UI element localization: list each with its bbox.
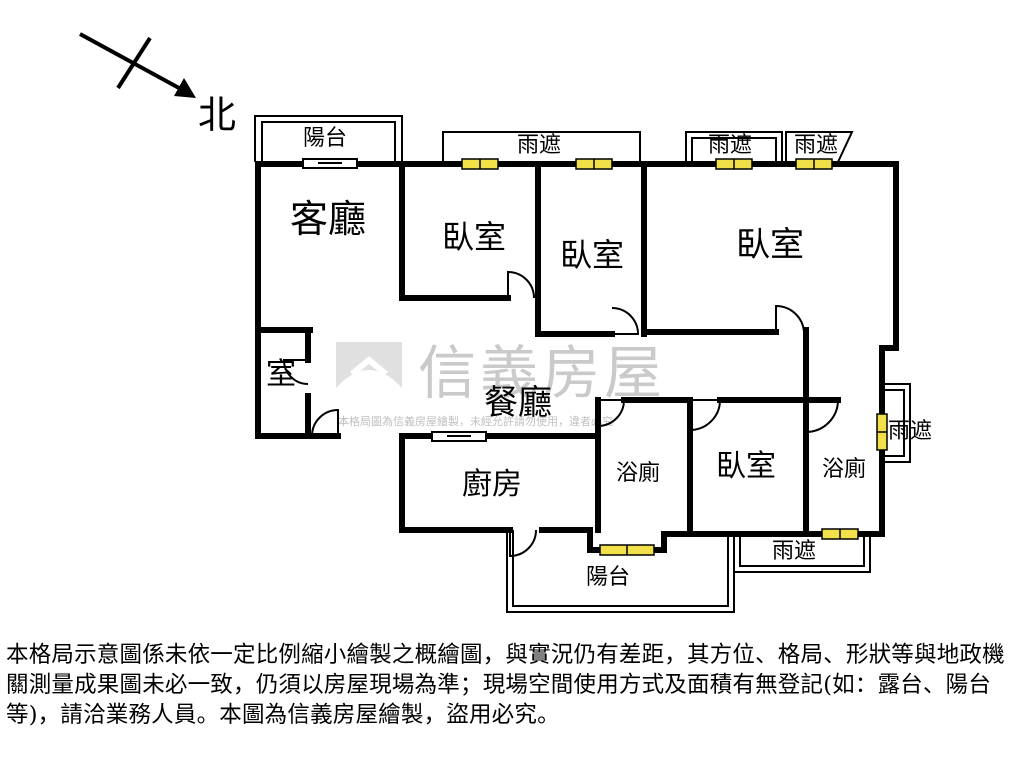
windows <box>461 158 888 556</box>
canopy-top-3-label: 雨遮 <box>794 133 838 158</box>
disclaimer-text: 本格局示意圖係未依一定比例縮小繪製之概繪圖，與實況仍有差距，其方位、格局、形狀等… <box>6 642 1005 728</box>
floor-plan: 信義房屋 本格局圖為信義房屋繪製，未經允許請勿使用，違者必究 北 <box>79 32 932 613</box>
room-bath-2-label: 浴廁 <box>822 457 866 482</box>
sliding-doors <box>302 158 487 442</box>
watermark-brand: 信義房屋 <box>418 339 666 407</box>
balcony-bottom-label: 陽台 <box>586 565 630 590</box>
room-small-label: 室 <box>266 357 296 392</box>
canopy-top-2-label: 雨遮 <box>708 133 752 158</box>
canopy-top-label: 雨遮 <box>517 133 561 158</box>
room-bedroom-1-label: 臥室 <box>442 218 506 256</box>
room-bedroom-2-label: 臥室 <box>560 236 624 274</box>
canopy-bottom-label: 雨遮 <box>772 539 816 564</box>
room-bath-1-label: 浴廁 <box>616 461 660 486</box>
room-dining-label: 餐廳 <box>484 383 552 423</box>
room-kitchen-label: 廚房 <box>462 467 522 502</box>
canopy-right-label: 雨遮 <box>888 419 932 444</box>
watermark-notice: 本格局圖為信義房屋繪製，未經允許請勿使用，違者必究 <box>338 414 613 428</box>
compass-label: 北 <box>198 93 236 137</box>
watermark-logo <box>336 342 402 400</box>
room-bedroom-4-label: 臥室 <box>716 449 776 484</box>
balcony-top-label: 陽台 <box>303 126 347 151</box>
room-living-label: 客廳 <box>290 197 366 241</box>
north-arrow-icon <box>79 32 196 98</box>
room-bedroom-master-label: 臥室 <box>736 225 804 265</box>
exterior-outlines <box>254 115 911 613</box>
door-swings <box>282 270 840 558</box>
